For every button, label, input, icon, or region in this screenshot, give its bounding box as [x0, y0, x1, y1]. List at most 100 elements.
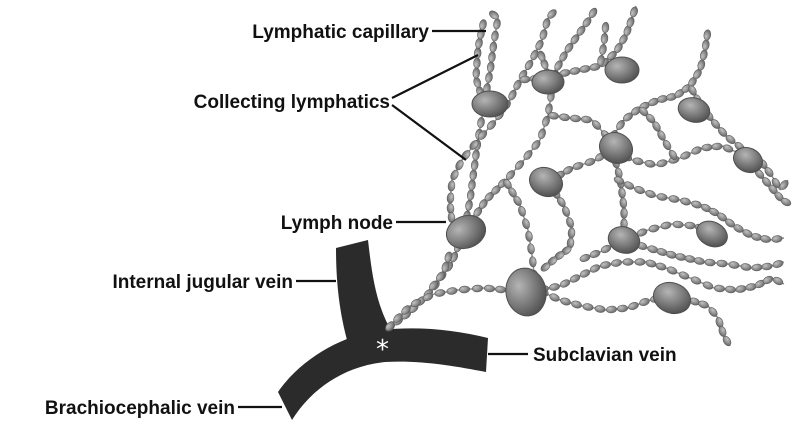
- lymph-valve-bead: [589, 263, 601, 274]
- lymph-valve-bead: [473, 58, 480, 69]
- lymph-valve-bead: [699, 49, 708, 61]
- lymph-valve-bead: [488, 51, 496, 62]
- lymph-valve-bead: [449, 169, 460, 181]
- lymph-valve-bead: [691, 200, 703, 209]
- lymph-valve-bead: [647, 245, 659, 254]
- lymph-valve-bead: [507, 89, 518, 101]
- lymph-valve-bead: [568, 227, 576, 238]
- leader-collecting-b: [392, 105, 466, 160]
- vein-system: *: [278, 240, 488, 420]
- lymph-valve-bead: [690, 275, 702, 285]
- lymph-valve-bead: [711, 143, 722, 151]
- lymph-valve-bead: [684, 255, 696, 264]
- lymph-valve-bead: [760, 235, 772, 244]
- lymph-valve-bead: [579, 268, 591, 279]
- lymph-valve-bead: [772, 276, 784, 287]
- lymph-valve-bead: [599, 44, 608, 55]
- lymph-valve-bead: [529, 256, 537, 267]
- lymph-valve-bead: [484, 285, 495, 293]
- lymph-valve-bead: [761, 263, 772, 271]
- lymph-valve-bead: [722, 143, 734, 153]
- lymph-valve-bead: [559, 113, 570, 121]
- lymph-valve-bead: [694, 257, 706, 266]
- lymph-valve-bead: [717, 260, 728, 268]
- lymph-valve-bead: [579, 253, 591, 263]
- lymph-valve-bead: [740, 263, 751, 271]
- lymph-valve-bead: [600, 261, 611, 270]
- lymph-valve-bead: [771, 235, 782, 243]
- lymph-valve-bead: [569, 67, 581, 76]
- lymph-valve-bead: [459, 286, 470, 294]
- lymph-valve-bead: [594, 305, 605, 313]
- lymph-valve-bead: [660, 221, 672, 230]
- lymph-valve-bead: [448, 181, 456, 192]
- lymph-valve-bead: [582, 303, 593, 311]
- lymph-valve-bead: [434, 289, 445, 297]
- lymph-valve-bead: [702, 39, 710, 50]
- lymph-node: [532, 70, 564, 94]
- lymph-valve-bead: [589, 249, 601, 259]
- lymph-valve-bead: [668, 195, 679, 203]
- lymph-valve-bead: [549, 283, 560, 292]
- lymph-valve-bead: [537, 128, 547, 140]
- lymph-valve-bead: [581, 116, 592, 124]
- lymph-nodes: [442, 57, 767, 319]
- lymph-valve-bead: [539, 29, 548, 41]
- lymph-valve-bead: [648, 224, 660, 233]
- lymph-vessel: [538, 290, 724, 336]
- lymph-valve-bead: [570, 115, 581, 123]
- lymph-valve-bead: [661, 139, 672, 151]
- lymph-valve-bead: [678, 270, 690, 280]
- lymph-valve-bead: [548, 292, 560, 302]
- lymph-valve-bead: [601, 33, 609, 44]
- lymphatic-vessels: [386, 6, 790, 346]
- lymph-valve-bead: [617, 305, 628, 313]
- lymph-valve-bead: [472, 285, 483, 293]
- lymph-valve-bead: [485, 72, 494, 83]
- lymph-valve-bead: [656, 159, 668, 168]
- label-brachiocephalic-vein: Brachiocephalic vein: [45, 398, 235, 419]
- lymph-valve-bead: [644, 189, 656, 199]
- lymph-valve-bead: [468, 179, 476, 190]
- lymph-valve-bead: [705, 259, 716, 267]
- lymph-valve-bead: [675, 253, 687, 262]
- lymph-valve-bead: [561, 205, 571, 217]
- lymph-valve-bead: [479, 19, 488, 31]
- lymph-valve-bead: [745, 283, 757, 292]
- lymph-valve-bead: [542, 18, 551, 30]
- lymph-valve-bead: [735, 285, 747, 294]
- lymph-valve-bead: [447, 193, 455, 204]
- lymph-valve-bead: [495, 286, 506, 294]
- label-lymphatic-capillary: Lymphatic capillary: [252, 22, 429, 43]
- lymph-node: [605, 222, 644, 257]
- lymph-valve-bead: [446, 287, 457, 295]
- lymph-valve-bead: [489, 41, 497, 52]
- lymph-valve-bead: [467, 189, 475, 200]
- lymph-valve-bead: [465, 200, 474, 211]
- lymph-valve-bead: [619, 197, 627, 208]
- junction-asterisk: *: [376, 335, 389, 365]
- lymph-valve-bead: [644, 159, 656, 168]
- lymph-valve-bead: [517, 205, 527, 217]
- lymph-valve-bead: [701, 144, 712, 152]
- lymph-valve-bead: [685, 222, 696, 230]
- lymph-node: [472, 91, 508, 117]
- lymph-valve-bead: [772, 259, 784, 269]
- leader-collecting-a: [392, 55, 478, 98]
- lymph-valve-bead: [714, 285, 725, 293]
- lymph-node: [649, 277, 695, 318]
- lymph-valve-bead: [629, 6, 639, 18]
- label-collecting-lymphatics: Collecting lymphatics: [194, 92, 390, 113]
- lymph-node: [525, 162, 568, 202]
- lymph-valve-bead: [491, 30, 499, 41]
- lymph-valve-bead: [572, 161, 584, 171]
- lymph-valve-bead: [665, 250, 677, 259]
- lymph-valve-bead: [623, 180, 635, 191]
- lymph-valve-bead: [655, 262, 667, 272]
- label-lymph-node: Lymph node: [281, 213, 393, 234]
- lymph-valve-bead: [690, 145, 702, 155]
- lymph-valve-bead: [559, 278, 571, 289]
- lymph-valve-bead: [471, 159, 479, 170]
- lymph-valve-bead: [728, 261, 739, 269]
